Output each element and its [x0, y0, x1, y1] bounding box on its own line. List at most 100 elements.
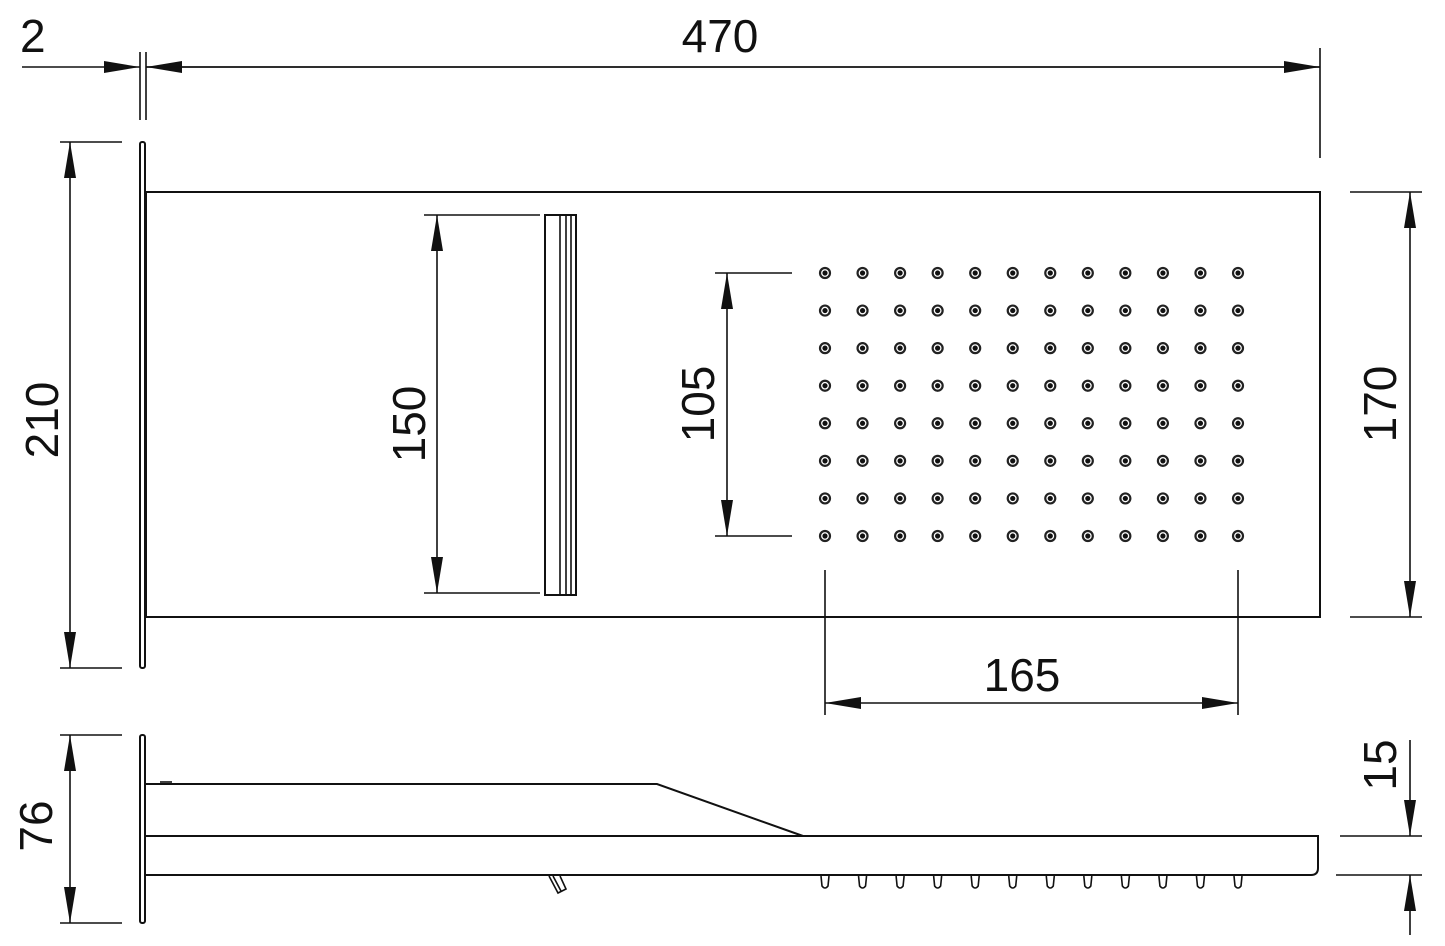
dimension-total-length: 470 — [146, 10, 1321, 158]
nozzle — [1194, 304, 1207, 317]
nozzle — [818, 266, 832, 280]
dimension-slot-length: 150 — [383, 214, 540, 594]
nozzle — [1231, 379, 1245, 392]
nozzle-side — [895, 875, 905, 889]
nozzle — [818, 529, 832, 543]
nozzle — [931, 266, 944, 280]
nozzle — [818, 379, 832, 392]
nozzle — [1156, 454, 1170, 467]
nozzle — [1081, 492, 1094, 505]
nozzle — [1194, 529, 1207, 543]
nozzle — [1231, 454, 1245, 467]
nozzle — [1044, 492, 1057, 505]
dimension-nozzle-field-width: 165 — [824, 570, 1239, 715]
waterfall-spout — [548, 875, 568, 895]
dimension-label-165: 165 — [984, 649, 1061, 701]
nozzle — [1119, 304, 1132, 317]
front-view — [139, 141, 1321, 669]
nozzle-side — [932, 875, 943, 889]
dimension-label-2: 2 — [20, 10, 46, 62]
nozzle — [893, 379, 907, 392]
nozzle — [1231, 304, 1245, 317]
nozzle-side — [1083, 875, 1093, 889]
nozzle — [1231, 529, 1245, 543]
nozzle — [1194, 379, 1207, 392]
nozzle — [969, 379, 982, 392]
nozzle — [969, 417, 982, 430]
nozzle-side — [1007, 875, 1018, 889]
nozzle — [931, 417, 944, 430]
nozzle — [1044, 417, 1057, 430]
dimension-label-470: 470 — [682, 10, 759, 62]
nozzle — [893, 304, 907, 317]
nozzle — [1194, 342, 1207, 355]
dimension-label-170: 170 — [1354, 366, 1406, 443]
wall-plate-side — [139, 734, 146, 924]
nozzle — [1119, 379, 1132, 392]
nozzle — [1006, 342, 1019, 355]
nozzle — [1231, 266, 1245, 280]
arm-top-profile — [146, 783, 804, 837]
nozzle — [969, 304, 982, 317]
nozzle — [1044, 304, 1057, 317]
nozzle — [1081, 379, 1094, 392]
nozzle — [969, 492, 982, 505]
dimension-label-210: 210 — [16, 382, 68, 459]
dimension-plate-height: 210 — [16, 141, 122, 669]
nozzle — [1194, 417, 1207, 430]
dimension-total-depth: 76 — [10, 734, 122, 924]
nozzle — [1044, 529, 1057, 543]
nozzle — [818, 304, 832, 317]
nozzle — [893, 529, 907, 543]
nozzle — [856, 492, 869, 505]
nozzle — [1119, 417, 1132, 430]
nozzle — [931, 379, 944, 392]
nozzle — [1194, 492, 1207, 505]
nozzle-side — [820, 875, 830, 889]
dimension-label-105: 105 — [672, 366, 724, 443]
nozzle-side — [1158, 875, 1168, 889]
nozzle-side — [970, 875, 980, 889]
nozzle — [856, 304, 869, 317]
nozzle — [893, 266, 907, 280]
nozzle — [1231, 417, 1245, 430]
nozzle — [1156, 492, 1170, 505]
nozzle — [893, 417, 907, 430]
nozzle — [818, 492, 832, 505]
nozzle — [969, 342, 982, 355]
nozzle — [969, 529, 982, 543]
nozzle — [1006, 492, 1019, 505]
nozzle — [1044, 454, 1057, 467]
nozzle — [1081, 417, 1094, 430]
nozzle — [818, 454, 832, 467]
nozzle — [1006, 304, 1019, 317]
wall-plate — [139, 141, 146, 669]
nozzle — [1119, 454, 1132, 467]
nozzle — [1081, 304, 1094, 317]
nozzle — [1194, 266, 1207, 280]
nozzle — [1231, 342, 1245, 355]
nozzle — [856, 417, 869, 430]
nozzle — [893, 492, 907, 505]
nozzle — [1119, 492, 1132, 505]
nozzle — [856, 529, 869, 543]
dimension-label-76: 76 — [10, 800, 62, 851]
nozzle-grid — [818, 266, 1245, 543]
nozzle — [931, 492, 944, 505]
nozzle-side — [857, 875, 868, 889]
nozzle — [818, 342, 832, 355]
nozzle — [1006, 417, 1019, 430]
nozzle — [1156, 379, 1170, 392]
nozzle — [1156, 342, 1170, 355]
nozzle — [893, 454, 907, 467]
nozzle — [856, 342, 869, 355]
nozzle — [893, 342, 907, 355]
nozzle — [818, 417, 832, 430]
nozzle — [1044, 342, 1057, 355]
shower-head-body — [145, 191, 1321, 618]
nozzle — [1119, 529, 1132, 543]
dimension-label-15: 15 — [1354, 739, 1406, 790]
nozzle — [1156, 529, 1170, 543]
nozzle-side — [1120, 875, 1131, 889]
